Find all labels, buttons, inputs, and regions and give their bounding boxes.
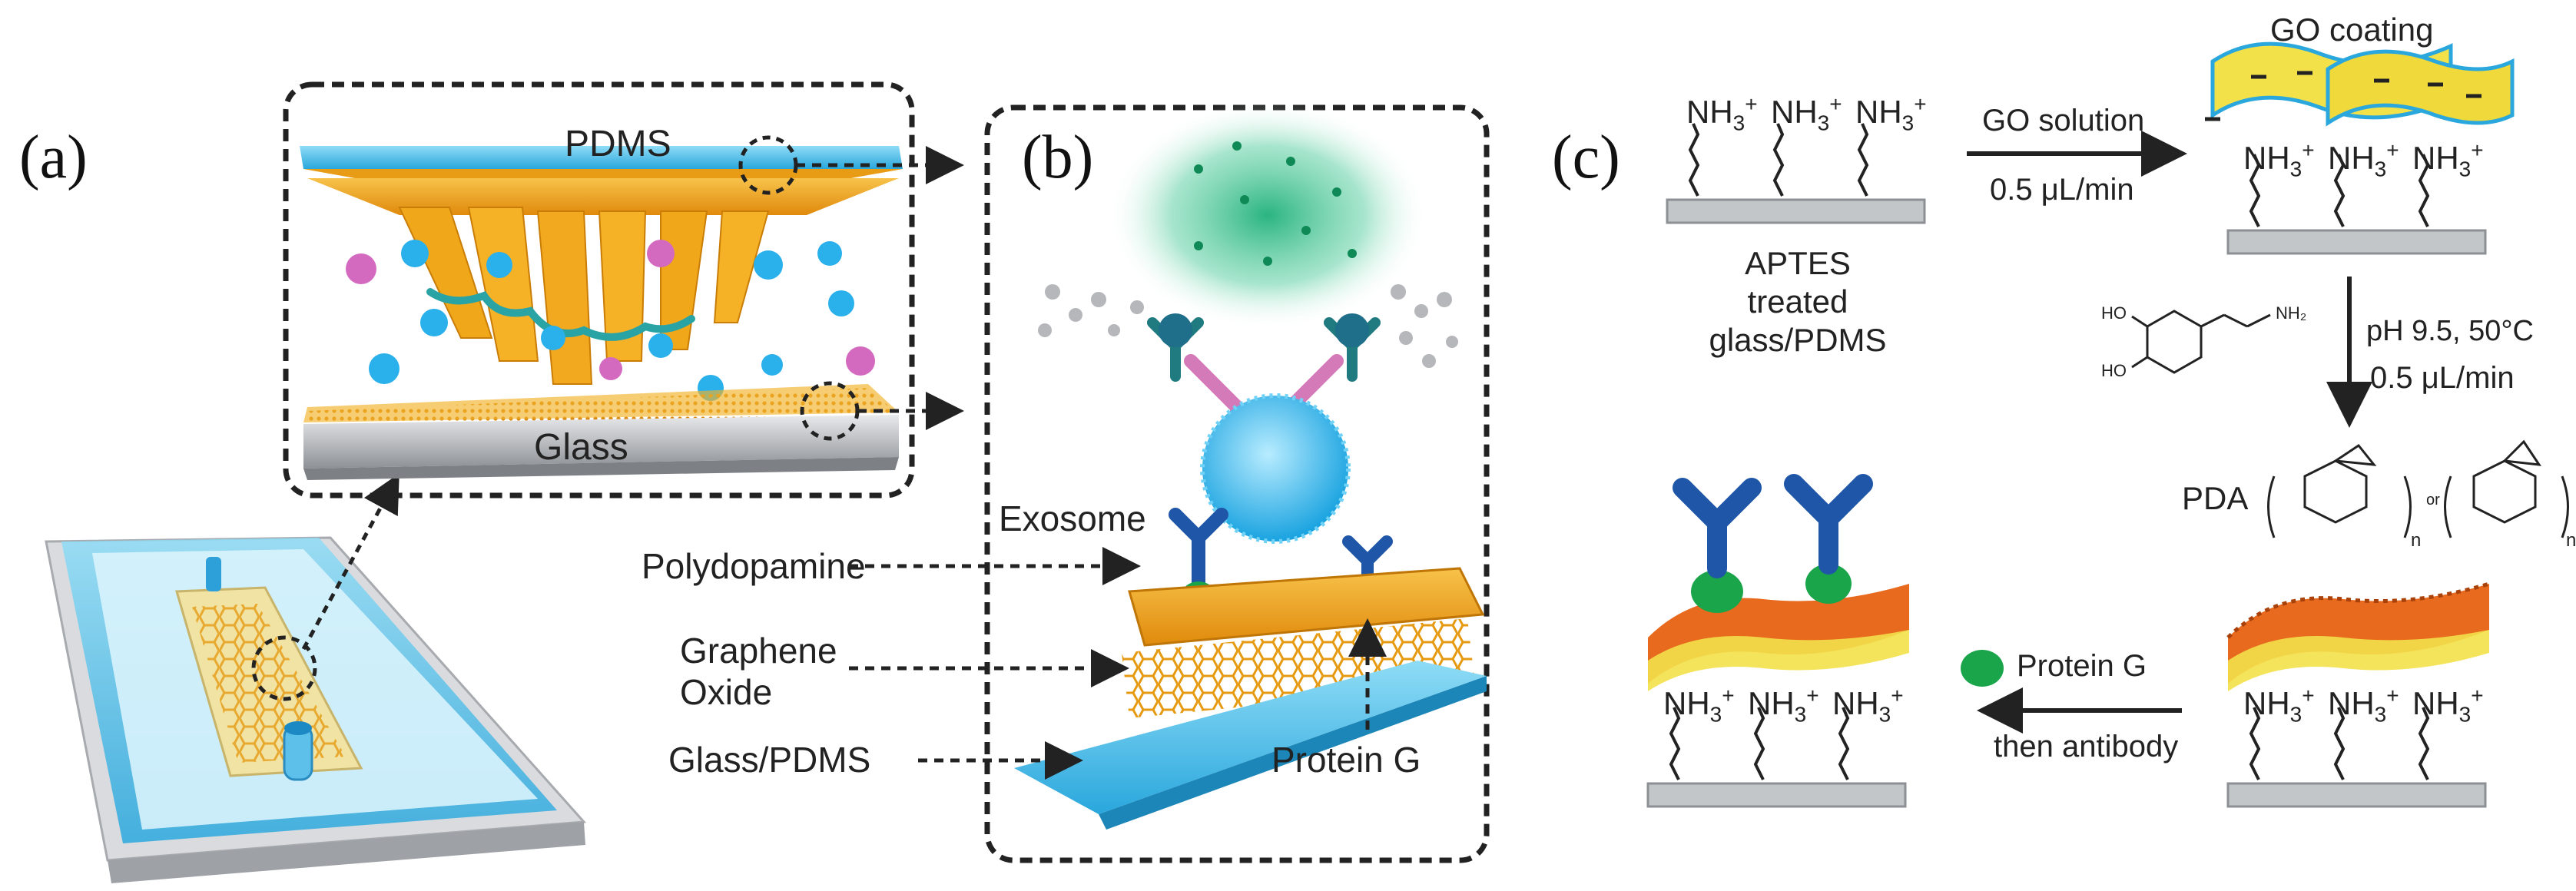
aptes-label: APTES treated glass/PDMS bbox=[1698, 244, 1898, 359]
pdms-label: PDMS bbox=[565, 124, 671, 164]
amine-11: NH3+ bbox=[1748, 684, 1819, 727]
pdms-layer bbox=[300, 135, 903, 385]
graphene-oxide-line1: Graphene bbox=[680, 631, 837, 671]
glass-layer bbox=[303, 381, 899, 480]
amine-1: NH3+ bbox=[1686, 92, 1758, 135]
panel-a-zoom-box bbox=[283, 81, 915, 498]
amine-7: NH3+ bbox=[2243, 684, 2315, 727]
amine-6: NH3+ bbox=[2412, 138, 2484, 181]
graphene-oxide-line2: Oxide bbox=[680, 672, 773, 712]
dopamine-nh2: NH₂ bbox=[2276, 303, 2307, 323]
pda-n-2: n bbox=[2566, 530, 2576, 551]
antibody-surface bbox=[1646, 474, 1909, 808]
pda-or: or bbox=[2426, 492, 2440, 508]
microfluidic-chip bbox=[45, 536, 587, 883]
glass-label: Glass bbox=[534, 427, 628, 468]
dopamine-structure bbox=[2131, 310, 2271, 374]
amine-4: NH3+ bbox=[2243, 138, 2315, 181]
panel-a-label: (a) bbox=[19, 124, 88, 191]
graphene-oxide-label: Graphene Oxide bbox=[680, 630, 837, 713]
signal-cloud bbox=[1106, 100, 1429, 330]
amine-8: NH3+ bbox=[2328, 684, 2399, 727]
flow-rate-1-label: 0.5 μL/min bbox=[1990, 173, 2134, 207]
aptes-surface bbox=[1666, 123, 1926, 224]
pda-coated-surface bbox=[2226, 581, 2490, 808]
amine-10: NH3+ bbox=[1663, 684, 1735, 727]
polydopamine-label: Polydopamine bbox=[642, 546, 866, 586]
protein-g-label-b: Protein G bbox=[1271, 740, 1421, 780]
polydopamine-layer bbox=[1128, 567, 1485, 647]
panel-c-label: (c) bbox=[1552, 124, 1620, 191]
pda-n-1: n bbox=[2411, 530, 2422, 551]
exosome bbox=[1202, 396, 1348, 542]
graphene-oxide-layer bbox=[1122, 618, 1475, 718]
then-antibody-label: then antibody bbox=[1994, 730, 2179, 763]
glass-pdms-label: Glass/PDMS bbox=[668, 740, 871, 780]
protein-g-label-c: Protein G bbox=[2017, 649, 2147, 683]
amine-3: NH3+ bbox=[1855, 92, 1927, 135]
amine-2: NH3+ bbox=[1771, 92, 1842, 135]
exosome-label: Exosome bbox=[999, 498, 1146, 538]
dopamine-ho-top: HO bbox=[2101, 303, 2127, 323]
panel-b-label: (b) bbox=[1022, 124, 1094, 191]
glass-pdms-base bbox=[1014, 661, 1487, 814]
gray-particles bbox=[1038, 284, 1458, 368]
cloud-dots bbox=[1194, 141, 1357, 266]
amine-12: NH3+ bbox=[1832, 684, 1904, 727]
aptes-line2: glass/PDMS bbox=[1709, 322, 1887, 358]
amine-9: NH3+ bbox=[2412, 684, 2484, 727]
amine-5: NH3+ bbox=[2328, 138, 2399, 181]
go-coating-label: GO coating bbox=[2270, 12, 2434, 48]
flow-rate-2-label: 0.5 μL/min bbox=[2370, 361, 2515, 395]
pda-label: PDA bbox=[2182, 480, 2249, 516]
pda-structures bbox=[2267, 439, 2569, 538]
go-coated-surface bbox=[2205, 41, 2515, 255]
aptes-line1: APTES treated bbox=[1745, 245, 1851, 320]
particles bbox=[346, 240, 875, 401]
dopamine-ho-bottom: HO bbox=[2101, 361, 2127, 380]
protein-g-icon bbox=[1961, 650, 2004, 687]
go-solution-label: GO solution bbox=[1982, 104, 2145, 137]
condition-ph-label: pH 9.5, 50°C bbox=[2366, 315, 2534, 347]
